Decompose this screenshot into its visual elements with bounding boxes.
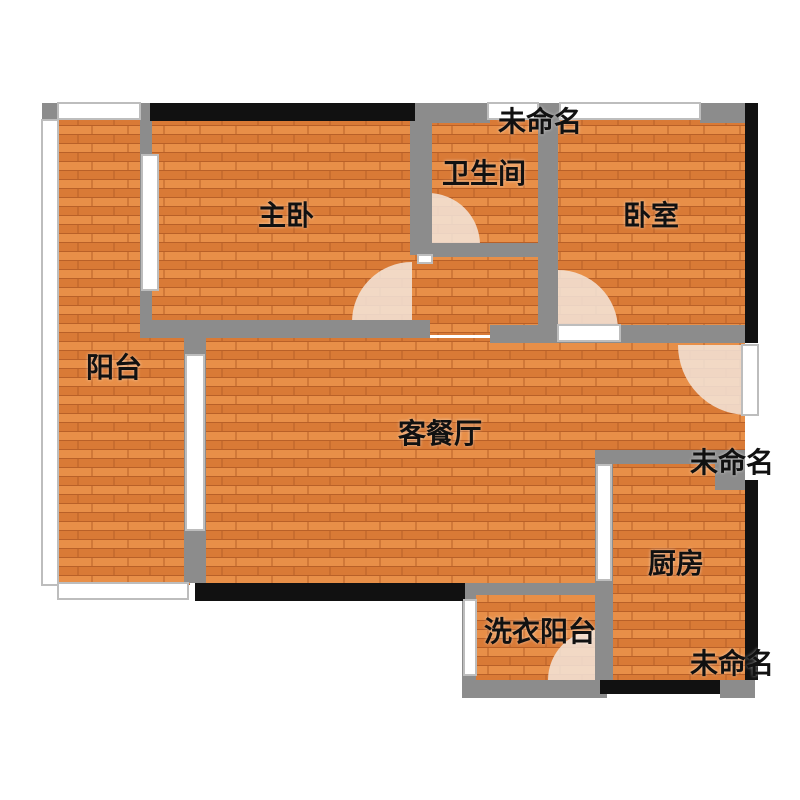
floor-corridor — [420, 255, 550, 335]
label-bedroom: 卧室 — [622, 199, 680, 232]
window-kitchen — [596, 464, 612, 581]
door-laundry — [548, 630, 598, 680]
walls-black — [150, 103, 758, 694]
label-master-bedroom: 主卧 — [257, 199, 315, 232]
window-laundry — [463, 599, 477, 676]
door-bedroom — [558, 270, 618, 330]
label-living-dining: 客餐厅 — [397, 417, 483, 450]
label-balcony: 阳台 — [85, 351, 143, 384]
window-balcony-top — [57, 102, 141, 120]
floor-kitchen — [605, 460, 745, 685]
window-master-bedroom — [141, 154, 159, 291]
label-kitchen: 厨房 — [647, 547, 705, 580]
door-sill-corridor — [417, 254, 433, 264]
windows — [41, 102, 759, 676]
window-balcony-left — [41, 119, 59, 586]
label-unnamed-top: 未命名 — [497, 105, 583, 138]
label-unnamed-bottom: 未命名 — [689, 647, 775, 680]
window-balcony-bottom — [57, 582, 189, 600]
window-living-balcony — [185, 354, 205, 531]
door-master-bedroom — [352, 262, 412, 322]
window-entrance — [741, 344, 759, 416]
window-top-bath — [487, 102, 539, 120]
label-laundry-balcony: 洗衣阳台 — [483, 615, 597, 648]
door-bathroom — [428, 193, 480, 245]
label-bathroom: 卫生间 — [441, 157, 527, 190]
door-sill-bedroom — [557, 324, 621, 342]
window-bedroom — [559, 102, 701, 120]
door-entrance — [678, 345, 745, 415]
doors — [352, 193, 745, 680]
label-unnamed-right: 未命名 — [689, 446, 775, 479]
